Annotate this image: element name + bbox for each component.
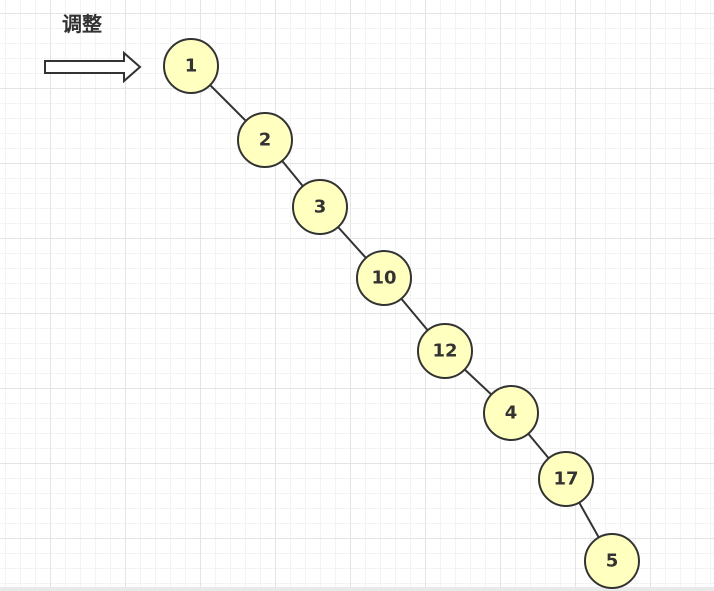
bottom-border [0, 587, 714, 591]
node-label: 10 [371, 268, 396, 289]
node-circle [356, 250, 412, 306]
tree-node-10: 10 [356, 250, 412, 306]
right-hollow-arrow-icon [44, 50, 142, 84]
node-circle [584, 533, 640, 589]
tree-node-17: 17 [538, 451, 594, 507]
node-circle [417, 323, 473, 379]
node-circle [237, 112, 293, 168]
tree-node-5: 5 [584, 533, 640, 589]
tree-node-2: 2 [237, 112, 293, 168]
node-circle [292, 179, 348, 235]
node-label: 17 [553, 469, 578, 490]
node-label: 3 [314, 197, 327, 218]
tree-node-12: 12 [417, 323, 473, 379]
node-circle [163, 38, 219, 94]
tree-node-1: 1 [163, 38, 219, 94]
node-label: 4 [505, 403, 518, 424]
diagram-title: 调整 [62, 12, 102, 36]
tree-node-4: 4 [483, 385, 539, 441]
node-circle [483, 385, 539, 441]
node-circle [538, 451, 594, 507]
node-label: 12 [432, 341, 457, 362]
node-label: 2 [259, 130, 272, 151]
node-label: 5 [606, 551, 619, 572]
tree-node-3: 3 [292, 179, 348, 235]
node-label: 1 [185, 56, 198, 77]
